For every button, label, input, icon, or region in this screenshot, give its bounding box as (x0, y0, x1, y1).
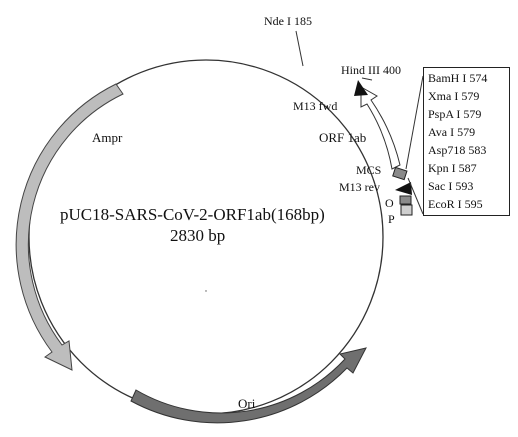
plasmid-size: 2830 bp (170, 226, 226, 245)
promoter-box (400, 204, 413, 216)
m13-fwd-arrow (354, 80, 368, 96)
plasmid-name: pUC18-SARS-CoV-2-ORF1ab(168bp) (60, 205, 325, 224)
operator-box (399, 195, 412, 205)
hind-leader (361, 77, 373, 81)
label-operator: O (385, 196, 394, 210)
label-mcs: MCS (356, 163, 382, 177)
ampr-feature (15, 83, 124, 371)
label-m13-rev: M13 rev (339, 180, 380, 194)
label-orf: ORF 1ab (319, 130, 367, 145)
site-kpn: Kpn I 587 (428, 161, 477, 175)
mcs-leader-top (405, 75, 424, 170)
restriction-site-list: BamH I 574 Xma I 579 PspA I 579 Ava I 57… (423, 67, 510, 216)
label-m13-fwd: M13 fwd (293, 99, 338, 113)
mcs-box (392, 166, 408, 181)
nde-leader (295, 30, 304, 67)
orf-feature (360, 86, 401, 170)
label-nde: Nde I 185 (264, 14, 312, 28)
site-ecor: EcoR I 595 (428, 197, 483, 211)
label-hind: Hind III 400 (341, 63, 401, 77)
label-ampr: Ampr (92, 130, 123, 145)
ori-feature (130, 347, 367, 424)
site-xma: Xma I 579 (428, 89, 480, 103)
mcs-leader-bottom (407, 177, 424, 215)
center-mark (205, 290, 207, 292)
site-pspa: PspA I 579 (428, 107, 482, 121)
label-promoter: P (388, 212, 395, 226)
site-ava: Ava I 579 (428, 125, 476, 139)
site-bamh: BamH I 574 (428, 71, 488, 85)
site-asp718: Asp718 583 (428, 143, 487, 157)
site-sac: Sac I 593 (428, 179, 474, 193)
m13-rev-arrow (395, 182, 412, 195)
label-ori: Ori (238, 396, 256, 411)
